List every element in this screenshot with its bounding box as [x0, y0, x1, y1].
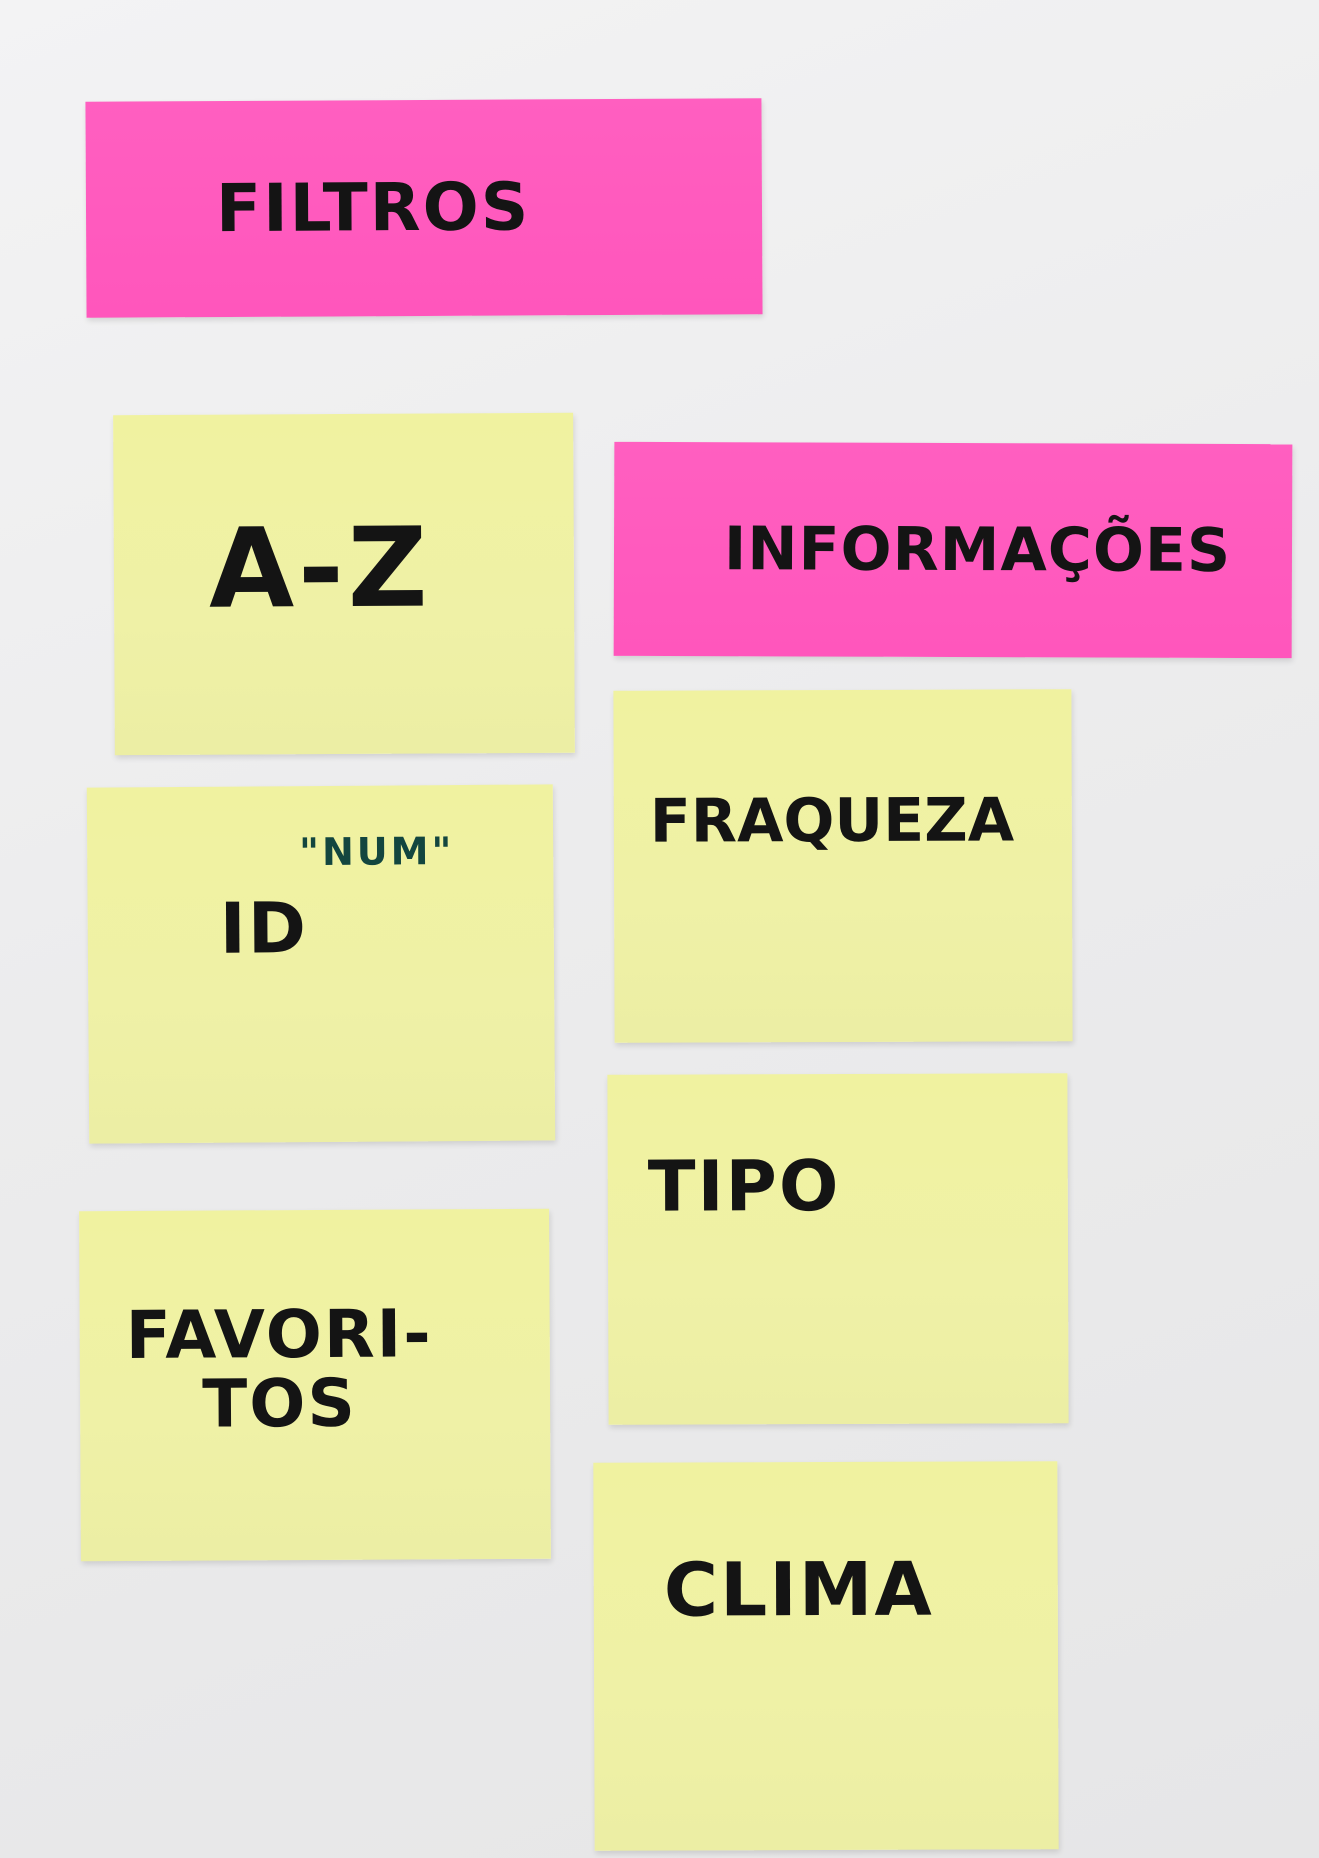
id-annotation-label: "NUM": [299, 829, 455, 875]
sticky-note-tipo: TIPO: [607, 1073, 1069, 1425]
sticky-note-id: "NUM" ID: [86, 784, 556, 1144]
filtros-header-label: FILTROS: [215, 168, 531, 248]
id-label: ID: [219, 887, 309, 970]
sticky-note-filtros-header: FILTROS: [85, 98, 763, 318]
sticky-note-fraqueza: FRAQUEZA: [613, 689, 1073, 1043]
sticky-note-a-z: A-Z: [113, 412, 575, 756]
sticky-note-favoritos: FAVORI- TOS: [79, 1208, 551, 1562]
tipo-label: TIPO: [647, 1144, 841, 1228]
a-z-label: A-Z: [208, 503, 432, 633]
sticky-note-clima: CLIMA: [593, 1461, 1059, 1851]
informacoes-header-label: INFORMAÇÕES: [723, 513, 1232, 586]
sticky-note-informacoes-header: INFORMAÇÕES: [613, 441, 1293, 659]
fraqueza-label: FRAQUEZA: [649, 785, 1015, 857]
clima-label: CLIMA: [663, 1546, 934, 1634]
favoritos-label: FAVORI- TOS: [125, 1295, 433, 1443]
